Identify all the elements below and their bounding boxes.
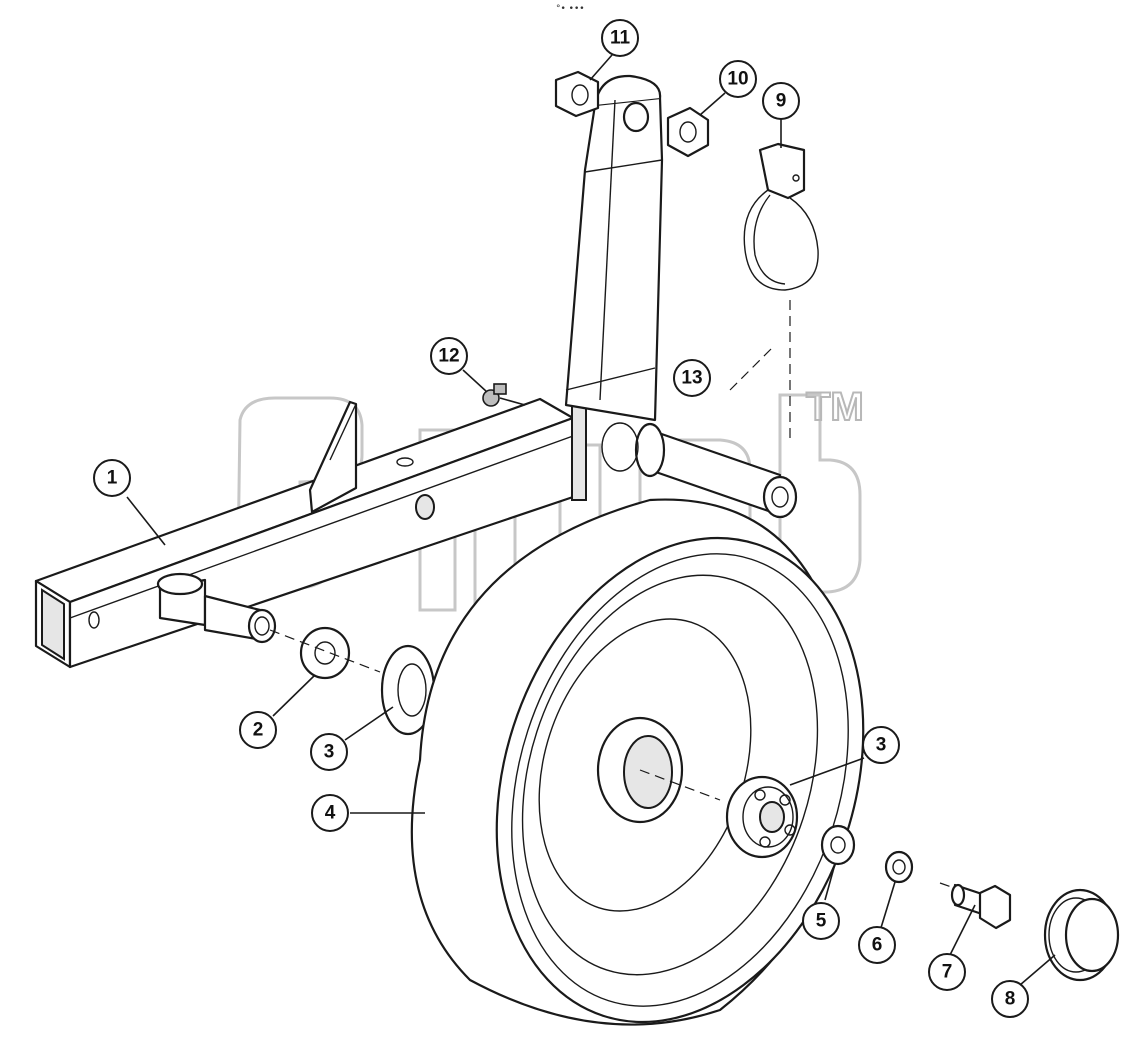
callout-11: 11 <box>601 19 639 57</box>
callout-5: 5 <box>802 902 840 940</box>
callout-9: 9 <box>762 82 800 120</box>
part-7-bolt <box>950 883 1012 930</box>
callout-6-label: 6 <box>872 935 883 956</box>
callout-1: 1 <box>93 459 131 497</box>
watermark-tm: TM <box>806 385 864 429</box>
part-3-bearing-left <box>269 629 436 736</box>
callout-7: 7 <box>928 953 966 991</box>
part-5-washer <box>820 824 856 866</box>
top-mark: °• ••• <box>556 4 585 14</box>
part-8-hub-cap <box>1043 888 1120 982</box>
callout-11-label: 11 <box>610 28 631 49</box>
callout-12: 12 <box>430 337 468 375</box>
upright-arm <box>564 74 664 422</box>
part-2-washer <box>299 626 351 680</box>
callout-13-label: 13 <box>681 368 702 389</box>
part-13-pin <box>601 344 798 519</box>
frame-axle-stub <box>156 572 277 644</box>
callout-10-label: 10 <box>727 69 748 90</box>
callout-3-right: 3 <box>862 726 900 764</box>
callout-6: 6 <box>858 926 896 964</box>
callout-3-right-label: 3 <box>876 735 887 756</box>
callout-8-label: 8 <box>1005 989 1016 1010</box>
part-12-grease-fitting <box>482 383 526 407</box>
callout-7-label: 7 <box>942 962 953 983</box>
callout-10: 10 <box>719 60 757 98</box>
leader-lines <box>126 54 1056 986</box>
callout-3-left: 3 <box>310 733 348 771</box>
callout-12-label: 12 <box>438 346 459 367</box>
callout-4: 4 <box>311 794 349 832</box>
callout-1-label: 1 <box>107 468 118 489</box>
part-4-wheel <box>410 498 865 1026</box>
part-11-nut <box>554 70 600 118</box>
callout-5-label: 5 <box>816 911 827 932</box>
part-10-nut <box>666 106 710 158</box>
part-3-bearing-right <box>725 775 799 859</box>
part-6-lock-washer <box>884 850 961 891</box>
part-9-lynch-pin <box>743 142 819 440</box>
callout-9-label: 9 <box>776 91 787 112</box>
callout-4-label: 4 <box>325 803 336 824</box>
callout-3-left-label: 3 <box>324 742 335 763</box>
callout-2: 2 <box>239 711 277 749</box>
callout-8: 8 <box>991 980 1029 1018</box>
callout-2-label: 2 <box>253 720 264 741</box>
callout-13: 13 <box>673 359 711 397</box>
